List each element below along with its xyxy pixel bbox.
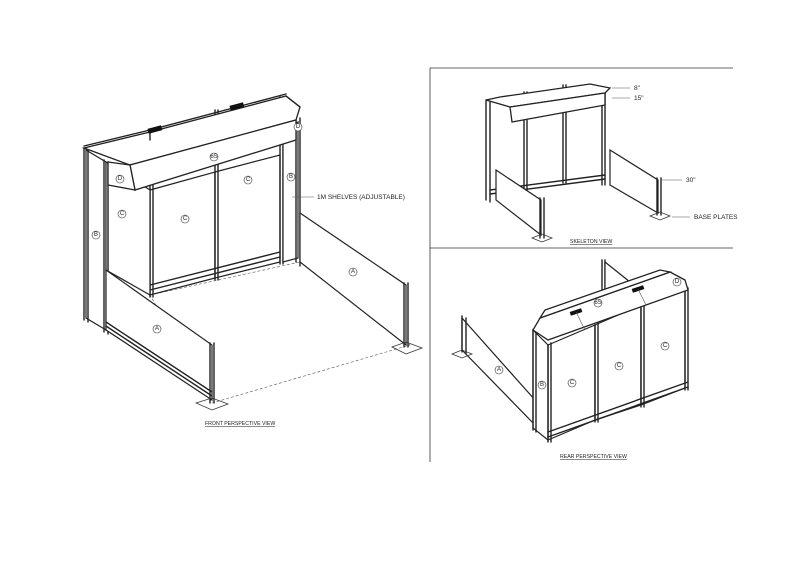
front-code-d-left: D <box>118 176 123 182</box>
skeleton-height-fascia: 15" <box>634 95 644 102</box>
skeleton-view-caption: SKELETON VIEW <box>570 239 612 245</box>
rear-code-6s: 6S <box>594 300 601 306</box>
front-code-a-right: A <box>351 269 355 275</box>
rear-code-a: A <box>497 367 501 373</box>
view-dividers <box>429 67 733 462</box>
rear-view-caption: REAR PERSPECTIVE VIEW <box>560 454 627 460</box>
front-bubbles: 6S D D C C C B B A A <box>91 122 358 334</box>
rear-code-c1: C <box>570 380 575 386</box>
front-code-c3: C <box>246 177 251 183</box>
rear-bubbles: 6S D A B C C C <box>494 277 682 390</box>
rear-code-c2: C <box>617 363 622 369</box>
front-code-c2: C <box>183 216 188 222</box>
rear-code-c3: C <box>663 343 668 349</box>
skeleton-height-top: 8" <box>634 85 641 92</box>
front-code-d-right: D <box>296 124 301 130</box>
shelves-callout: 1M SHELVES (ADJUSTABLE) <box>317 194 405 201</box>
rear-code-d: D <box>675 279 680 285</box>
skeleton-height-side: 30" <box>686 177 696 184</box>
front-view-caption: FRONT PERSPECTIVE VIEW <box>205 421 275 427</box>
front-code-6s: 6S <box>210 154 217 160</box>
rear-code-b: B <box>540 382 544 388</box>
front-code-c1: C <box>120 211 125 217</box>
front-code-b-left: B <box>94 232 98 238</box>
rear-perspective-view: 6S D A B C C C REAR PERSPECTIVE VIEW <box>450 259 689 460</box>
base-plates-callout: BASE PLATES <box>694 214 738 221</box>
skeleton-view: 8" 15" 30" BASE PLATES SKELETON VIEW <box>485 83 738 245</box>
front-code-b-right: B <box>289 174 293 180</box>
front-perspective-view: 6S D D C C C B B A A 1M SHELVES (ADJUSTA… <box>81 93 424 427</box>
front-code-a-left: A <box>155 326 159 332</box>
